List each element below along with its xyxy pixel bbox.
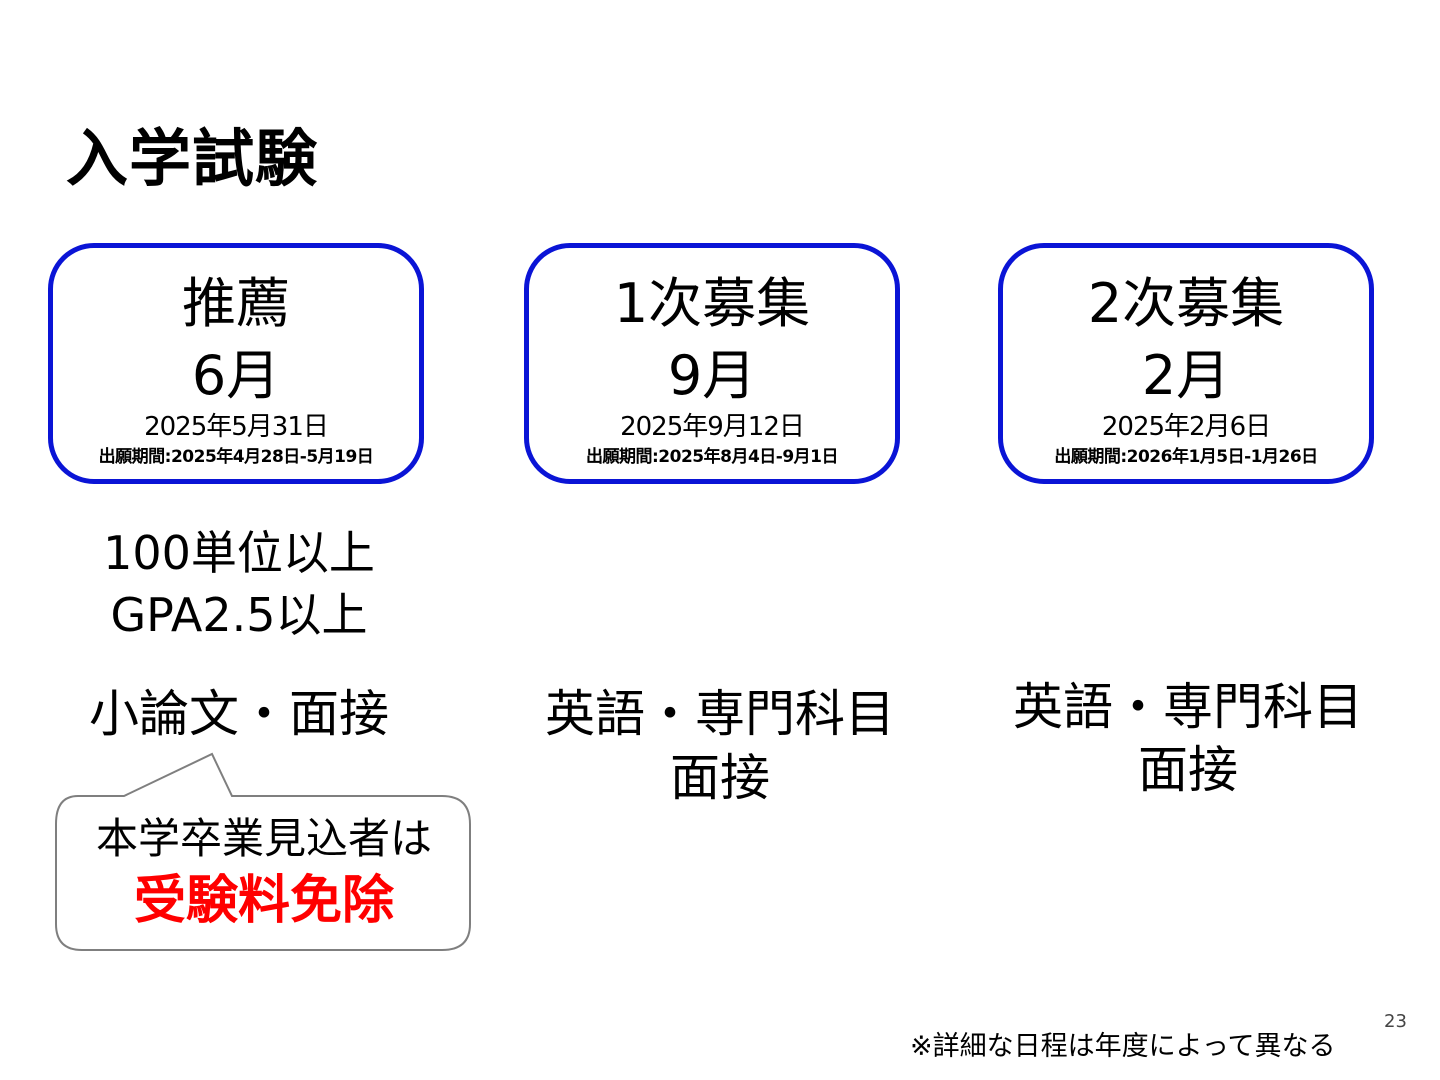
footnote: ※詳細な日程は年度によって異なる <box>910 1031 1336 1062</box>
callout-line1: 本学卒業見込者は <box>95 814 432 863</box>
callout-text: 本学卒業見込者は 受験料免除 <box>58 810 470 934</box>
requirement-gpa: GPA2.5以上 <box>110 588 368 642</box>
exam-subjects-first-line1: 英語・専門科目 <box>545 685 895 743</box>
requirement-credits: 100単位以上 <box>103 526 375 580</box>
card-period: 出願期間:2025年8月4日-9月1日 <box>586 447 838 467</box>
card-name: 2次募集 <box>1087 272 1285 335</box>
page-number: 23 <box>1384 1011 1407 1032</box>
card-name: 1次募集 <box>613 272 811 335</box>
page-title: 入学試験 <box>66 122 319 195</box>
callout-highlight: 受験料免除 <box>133 871 394 931</box>
card-date: 2025年9月12日 <box>620 412 805 442</box>
exam-card-second-round: 2次募集 2月 2025年2月6日 出願期間:2026年1月5日-1月26日 <box>998 243 1374 484</box>
exam-subjects-first-line2: 面接 <box>670 749 770 807</box>
card-date: 2025年2月6日 <box>1101 412 1271 442</box>
card-month: 6月 <box>191 344 281 407</box>
exam-subjects-suisen: 小論文・面接 <box>89 685 389 743</box>
callout-bubble <box>55 752 471 951</box>
exam-subjects-second-line2: 面接 <box>1138 741 1238 799</box>
card-period: 出願期間:2025年4月28日-5月19日 <box>98 447 374 467</box>
card-month: 9月 <box>667 344 757 407</box>
card-date: 2025年5月31日 <box>144 412 329 442</box>
card-period: 出願期間:2026年1月5日-1月26日 <box>1054 447 1318 467</box>
exam-subjects-second-line1: 英語・専門科目 <box>1013 678 1363 736</box>
exam-card-first-round: 1次募集 9月 2025年9月12日 出願期間:2025年8月4日-9月1日 <box>524 243 900 484</box>
exam-card-suisen: 推薦 6月 2025年5月31日 出願期間:2025年4月28日-5月19日 <box>48 243 424 484</box>
card-month: 2月 <box>1141 344 1231 407</box>
card-name: 推薦 <box>182 272 290 335</box>
